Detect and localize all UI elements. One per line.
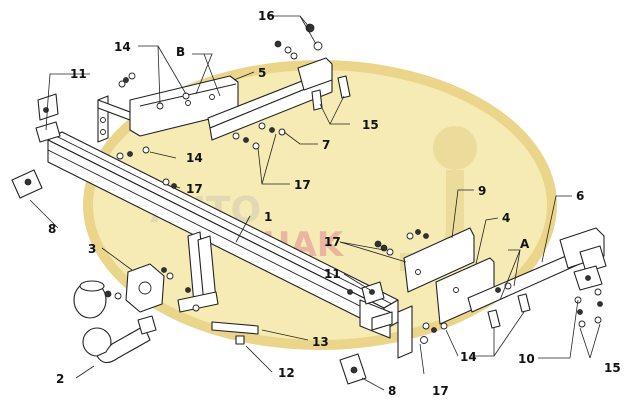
label-1: 1 xyxy=(264,210,272,224)
bolts-12-13 xyxy=(211,321,259,345)
bracket-11-right xyxy=(361,281,385,305)
label-14-top: 14 xyxy=(114,40,131,54)
label-15-bottom: 15 xyxy=(604,361,621,375)
label-2: 2 xyxy=(56,372,64,386)
label-5: 5 xyxy=(258,66,266,80)
rail-7 xyxy=(207,57,333,141)
label-13: 13 xyxy=(312,335,329,349)
label-8-left: 8 xyxy=(48,222,56,236)
label-3: 3 xyxy=(88,242,96,256)
label-16: 16 xyxy=(258,9,275,23)
hardware-set xyxy=(104,23,603,344)
label-12: 12 xyxy=(278,366,295,380)
label-7: 7 xyxy=(322,138,330,152)
label-8-right: 8 xyxy=(388,384,396,398)
label-14-mid: 14 xyxy=(186,151,203,165)
label-4: 4 xyxy=(502,211,510,225)
ball-cover xyxy=(73,280,107,319)
label-11-right: 11 xyxy=(324,267,341,281)
label-17-left: 17 xyxy=(186,182,203,196)
label-17-mid: 17 xyxy=(294,178,311,192)
label-A: A xyxy=(520,237,530,251)
right-end-plates xyxy=(359,299,413,359)
label-10: 10 xyxy=(518,352,535,366)
label-15-top: 15 xyxy=(362,118,379,132)
hanger-plates xyxy=(177,231,219,313)
label-B: B xyxy=(176,45,185,59)
tow-ball-neck xyxy=(82,315,157,364)
callout-labels: 16 14 B 5 11 15 7 14 17 17 9 6 1 4 8 17 … xyxy=(48,9,621,398)
right-bracket-assembly xyxy=(403,227,607,325)
bracket-10 xyxy=(573,265,603,291)
socket-plate xyxy=(125,263,165,313)
label-11-left: 11 xyxy=(70,67,87,81)
watermark-ball-icon xyxy=(433,126,477,170)
label-9: 9 xyxy=(478,184,486,198)
leader-lines xyxy=(29,15,601,391)
bracket-8-right xyxy=(339,353,367,385)
label-6: 6 xyxy=(576,189,584,203)
left-end-plates xyxy=(11,93,61,199)
label-17-bottom: 17 xyxy=(432,384,449,398)
label-17-right: 17 xyxy=(324,235,341,249)
label-14-bottom: 14 xyxy=(460,350,477,364)
